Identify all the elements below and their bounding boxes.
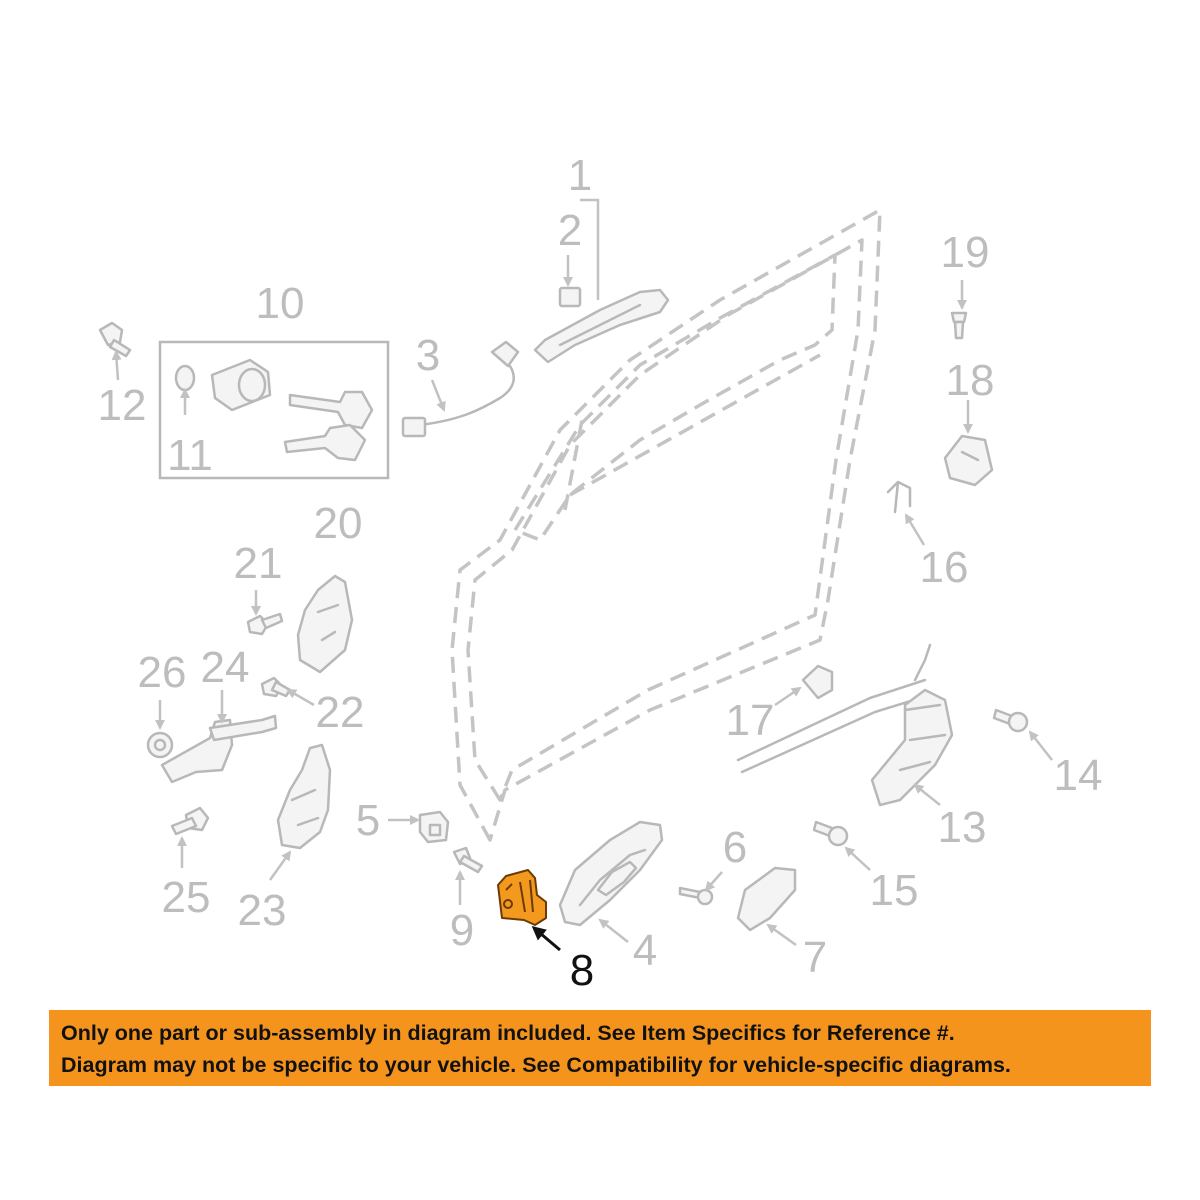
callout-21: 21 xyxy=(234,539,283,588)
disclaimer-line-1: Only one part or sub-assembly in diagram… xyxy=(61,1021,955,1045)
handle-clip xyxy=(558,286,582,308)
callout-19: 19 xyxy=(941,228,990,277)
callout-11: 11 xyxy=(167,431,213,480)
callout-17: 17 xyxy=(726,696,775,745)
bolt-12 xyxy=(98,321,132,358)
lower-hinge xyxy=(276,743,332,850)
door-check xyxy=(160,714,278,784)
bolt-15 xyxy=(812,820,849,847)
callout-23: 23 xyxy=(238,886,287,935)
upper-hinge xyxy=(296,574,354,674)
screw-9 xyxy=(452,846,484,874)
key-cylinder-switch-cable xyxy=(401,340,520,438)
bolt-25 xyxy=(170,806,210,836)
callout-16: 16 xyxy=(920,543,969,592)
callout-25: 25 xyxy=(162,873,211,922)
callout-20: 20 xyxy=(314,499,363,548)
callout-7: 7 xyxy=(803,933,827,982)
callout-8: 8 xyxy=(570,946,594,995)
callout-18: 18 xyxy=(946,356,995,405)
screw-6 xyxy=(678,886,714,906)
disclaimer-banner: Only one part or sub-assembly in diagram… xyxy=(49,1010,1151,1086)
screw-19 xyxy=(950,311,968,340)
door-striker xyxy=(943,434,994,487)
lock-cylinder-set xyxy=(158,340,390,480)
callout-26: 26 xyxy=(138,648,187,697)
lock-rod-clip xyxy=(886,480,912,514)
callout-15: 15 xyxy=(870,866,919,915)
callout-3: 3 xyxy=(416,331,440,380)
door-outline xyxy=(450,208,882,842)
nut-26 xyxy=(146,731,174,759)
handle-cover xyxy=(736,866,797,932)
callout-12: 12 xyxy=(98,381,147,430)
disclaimer-line-2: Diagram may not be specific to your vehi… xyxy=(61,1053,1011,1077)
callout-labels: 1 2 3 4 5 6 7 8 9 10 11 12 13 14 15 16 1… xyxy=(98,151,1103,995)
callout-1: 1 xyxy=(568,151,592,200)
callout-2: 2 xyxy=(558,206,582,255)
outside-door-handle xyxy=(533,288,670,364)
callout-5: 5 xyxy=(356,796,380,845)
callout-22: 22 xyxy=(316,688,365,737)
inside-door-handle xyxy=(558,820,664,927)
door-lock-actuator xyxy=(870,688,954,807)
leader-lines xyxy=(111,198,1053,952)
callout-24: 24 xyxy=(201,643,250,692)
highlighted-part-8 xyxy=(497,869,547,926)
callout-13: 13 xyxy=(938,803,987,852)
bolt-22 xyxy=(260,676,292,698)
callout-6: 6 xyxy=(723,823,747,872)
callout-14: 14 xyxy=(1054,751,1103,800)
door-clip-5 xyxy=(418,810,450,844)
callout-4: 4 xyxy=(633,926,657,975)
callout-10: 10 xyxy=(256,279,305,328)
bolt-14 xyxy=(992,708,1029,733)
callout-9: 9 xyxy=(450,906,474,955)
bolt-21 xyxy=(246,612,284,636)
